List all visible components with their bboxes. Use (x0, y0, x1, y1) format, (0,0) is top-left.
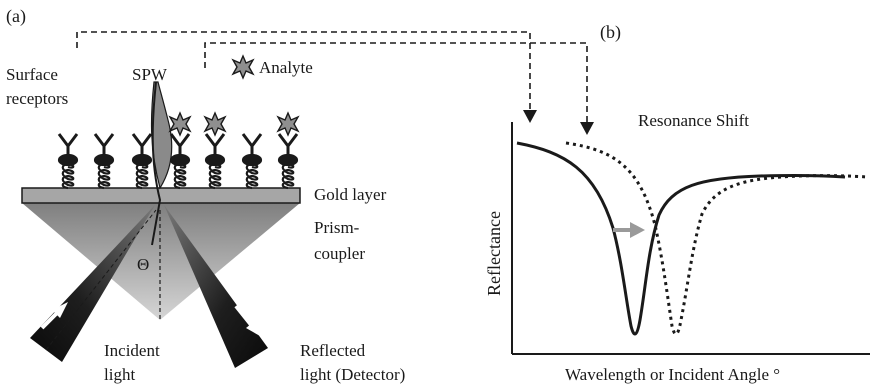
x-axis-label: Wavelength or Incident Angle ° (565, 365, 780, 384)
receptor-6 (241, 133, 263, 190)
incident-light-label: Incident light (104, 341, 164, 384)
surface-receptors-line2: receptors (6, 89, 68, 108)
reflected-light-line2: light (Detector) (300, 365, 405, 384)
incident-light-line2: light (104, 365, 135, 384)
bound-analyte-icon (276, 111, 300, 137)
gold-layer-label: Gold layer (314, 185, 387, 204)
incident-beam-axis (45, 209, 157, 351)
bound-analyte-icon (168, 111, 192, 137)
resonance-shift-arrow-icon (613, 222, 645, 238)
incident-arrow-icon (40, 302, 68, 330)
receptor-1 (57, 133, 79, 190)
dashed-connector-receptors (76, 31, 531, 110)
reflectance-curve-dotted (565, 141, 869, 336)
gold-layer (21, 187, 301, 204)
spw-wave (150, 81, 173, 190)
reflected-arrow-icon (234, 304, 260, 336)
reflected-light-label: Reflected light (Detector) (300, 341, 405, 384)
prism (22, 203, 300, 320)
prism-coupler-line2: coupler (314, 244, 365, 263)
receptor-5 (204, 133, 226, 190)
receptor-4 (169, 133, 191, 190)
reflectance-curve-solid (516, 141, 846, 336)
receptor-7 (277, 133, 299, 190)
arrowhead-receptors (523, 110, 537, 123)
theta-label: Θ (137, 255, 149, 274)
receptor-group (57, 111, 300, 190)
dashed-connector-analyte (204, 42, 588, 122)
y-axis-label: Reflectance (484, 211, 504, 296)
analyte-legend-icon (231, 54, 255, 80)
panel-b-label: (b) (600, 22, 621, 43)
resonance-shift-label: Resonance Shift (638, 111, 749, 130)
reflected-beam (164, 205, 268, 368)
spw-line (151, 81, 162, 246)
incident-light-line1: Incident (104, 341, 160, 360)
incident-beam (30, 205, 155, 362)
receptor-3 (131, 133, 153, 190)
prism-coupler-line1: Prism- (314, 218, 360, 237)
surface-receptors-label: Surface receptors (6, 65, 68, 108)
arrowhead-analyte (580, 122, 594, 135)
analyte-label: Analyte (259, 58, 313, 77)
prism-coupler-label: Prism- coupler (314, 218, 365, 263)
panel-a-label: (a) (6, 6, 26, 27)
surface-receptors-line1: Surface (6, 65, 58, 84)
bound-analyte-icon (203, 111, 227, 137)
spw-label: SPW (132, 65, 168, 84)
receptor-2 (93, 133, 115, 190)
reflected-light-line1: Reflected (300, 341, 366, 360)
